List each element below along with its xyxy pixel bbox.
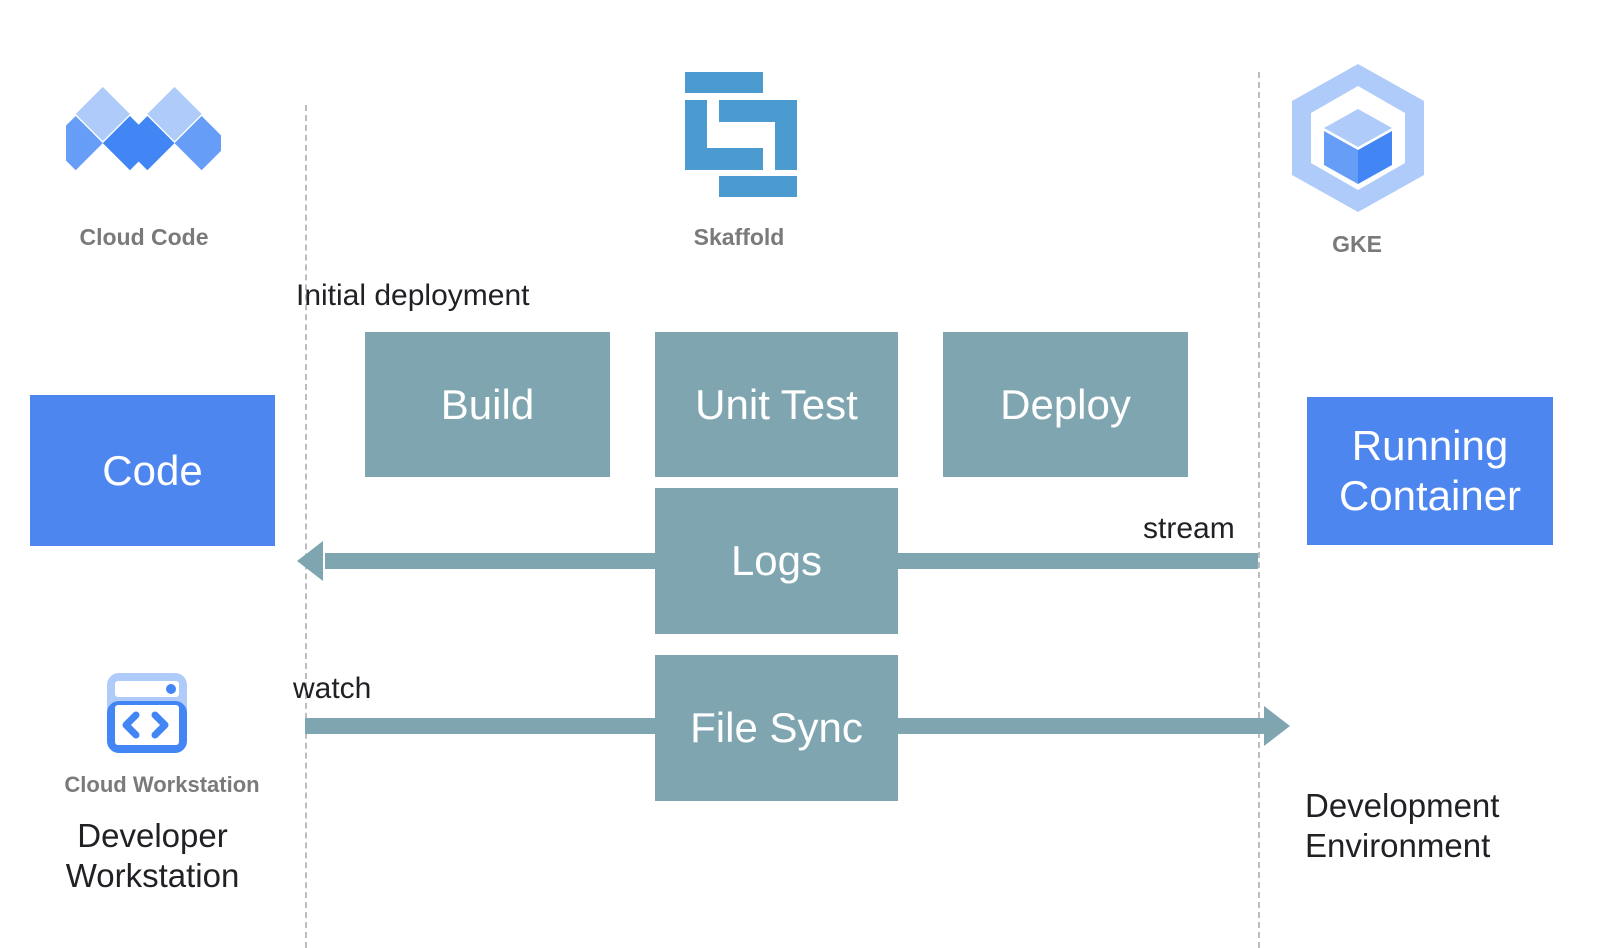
gke-icon: [1288, 62, 1428, 214]
stage-build-box[interactable]: Build: [365, 332, 610, 477]
logs-arrow-head-left-icon: [297, 541, 323, 581]
developer-workstation-label: Developer Workstation: [65, 817, 240, 895]
code-box[interactable]: Code: [30, 395, 275, 546]
skaffold-caption: Skaffold: [693, 224, 785, 250]
running-container-line2: Container: [1338, 472, 1522, 519]
cloud-workstation-icon: [105, 671, 189, 755]
file-sync-arrow-head-right-icon: [1264, 706, 1290, 746]
file-sync-arrow-shaft-left: [305, 718, 657, 734]
development-environment-label: Development Environment: [1305, 787, 1500, 865]
running-container-box[interactable]: Running Container: [1307, 397, 1553, 545]
initial-deployment-label: Initial deployment: [296, 279, 530, 312]
stream-label: stream: [1143, 512, 1235, 545]
logs-arrow-shaft-left: [325, 553, 657, 569]
watch-label: watch: [293, 672, 372, 705]
cloud-code-icon: [66, 83, 221, 209]
cloud-workstation-caption: Cloud Workstation: [64, 772, 260, 797]
logs-arrow-shaft-right: [897, 553, 1258, 569]
developer-workstation-boundary-line: [305, 105, 307, 948]
cloud-code-caption: Cloud Code: [79, 224, 209, 250]
flow-logs-box[interactable]: Logs: [655, 488, 898, 634]
skaffold-icon: [685, 72, 797, 197]
stage-unit-test-box[interactable]: Unit Test: [655, 332, 898, 477]
development-environment-boundary-line: [1258, 72, 1260, 948]
flow-file-sync-box[interactable]: File Sync: [655, 655, 898, 801]
stage-deploy-box[interactable]: Deploy: [943, 332, 1188, 477]
file-sync-arrow-shaft-right: [897, 718, 1264, 734]
running-container-line1: Running: [1351, 422, 1509, 470]
gke-caption: GKE: [1332, 231, 1382, 257]
